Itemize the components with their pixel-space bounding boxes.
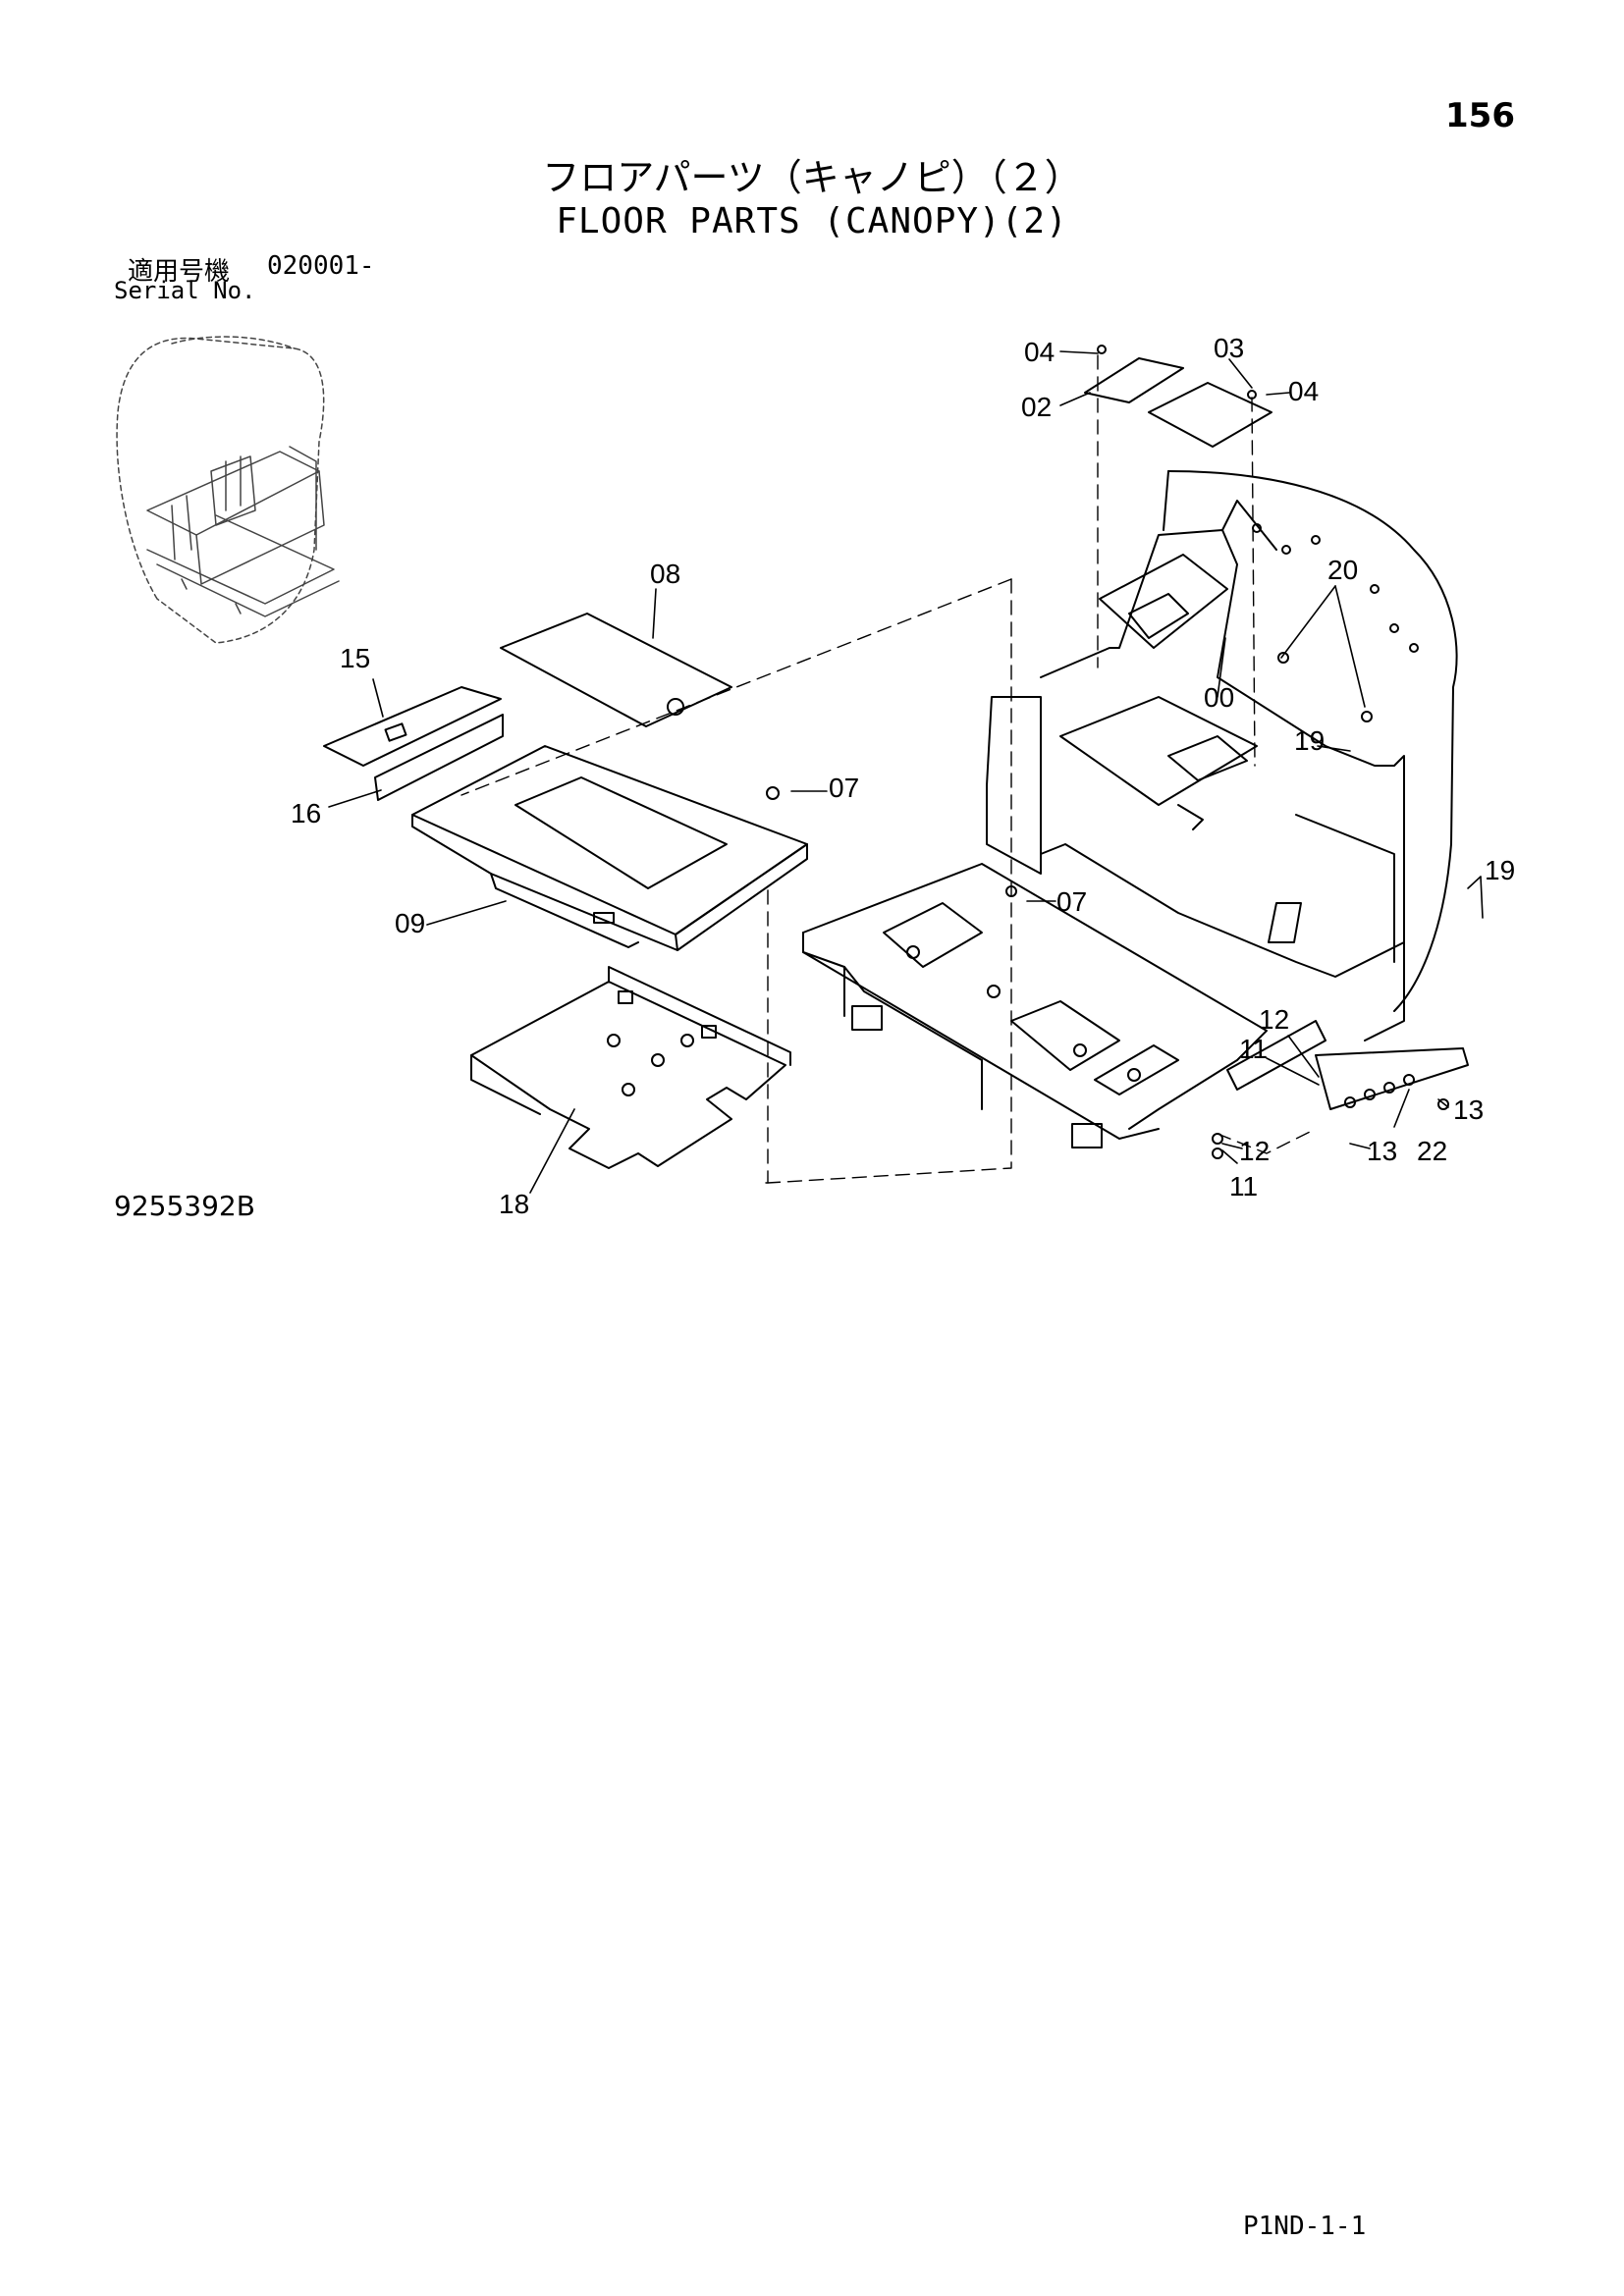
callout-13: 13 xyxy=(1453,1095,1484,1125)
callout-07: 07 xyxy=(1056,886,1087,917)
callout-18: 18 xyxy=(499,1189,529,1219)
callout-20: 20 xyxy=(1327,555,1358,585)
callout-11: 11 xyxy=(1239,1034,1268,1064)
callout-08: 08 xyxy=(650,559,680,589)
part-cover-plates xyxy=(1084,345,1272,448)
serial-number-range: 020001- xyxy=(267,251,375,281)
callout-15: 15 xyxy=(340,643,370,673)
part-floor-bracket xyxy=(470,966,791,1169)
callout-03: 03 xyxy=(1214,333,1244,363)
page-title-english: FLOOR PARTS (CANOPY)(2) xyxy=(556,201,1068,241)
callout-04: 04 xyxy=(1024,337,1055,367)
callout-22: 22 xyxy=(1417,1136,1447,1166)
part-base-frame xyxy=(802,863,1469,1159)
alignment-dashed-lines xyxy=(460,354,1317,1184)
serial-label-japanese: 適用号機 xyxy=(128,257,231,287)
machine-overview-thumbnail xyxy=(116,336,340,644)
part-mats xyxy=(323,686,504,801)
part-floor-plate xyxy=(411,745,808,951)
callout-09: 09 xyxy=(395,908,425,938)
callout-12: 12 xyxy=(1239,1136,1270,1166)
page-title-japanese: フロアパーツ（キャノピ）（２） xyxy=(542,156,1082,199)
page-number: 156 xyxy=(1445,96,1515,135)
callout-00: 00 xyxy=(1204,682,1234,713)
callout-07: 07 xyxy=(829,773,859,803)
part-callouts: 04 03 04 02 08 20 15 00 19 07 16 19 07 0… xyxy=(291,333,1515,1219)
page-code: P1ND-1-1 xyxy=(1243,2212,1367,2241)
callout-12: 12 xyxy=(1259,1004,1289,1035)
drawing-number: 9255392B xyxy=(114,1190,255,1222)
callout-11: 11 xyxy=(1229,1171,1258,1201)
part-floor-mat xyxy=(500,613,732,727)
callout-04: 04 xyxy=(1288,376,1319,406)
serial-label-english: Serial No. xyxy=(114,277,256,304)
callout-16: 16 xyxy=(291,798,321,828)
callout-02: 02 xyxy=(1021,392,1052,422)
callout-19: 19 xyxy=(1294,725,1325,756)
callout-13: 13 xyxy=(1367,1136,1397,1166)
callout-leader-lines xyxy=(328,350,1484,1194)
part-main-frame xyxy=(986,470,1458,1041)
callout-19: 19 xyxy=(1485,855,1515,885)
